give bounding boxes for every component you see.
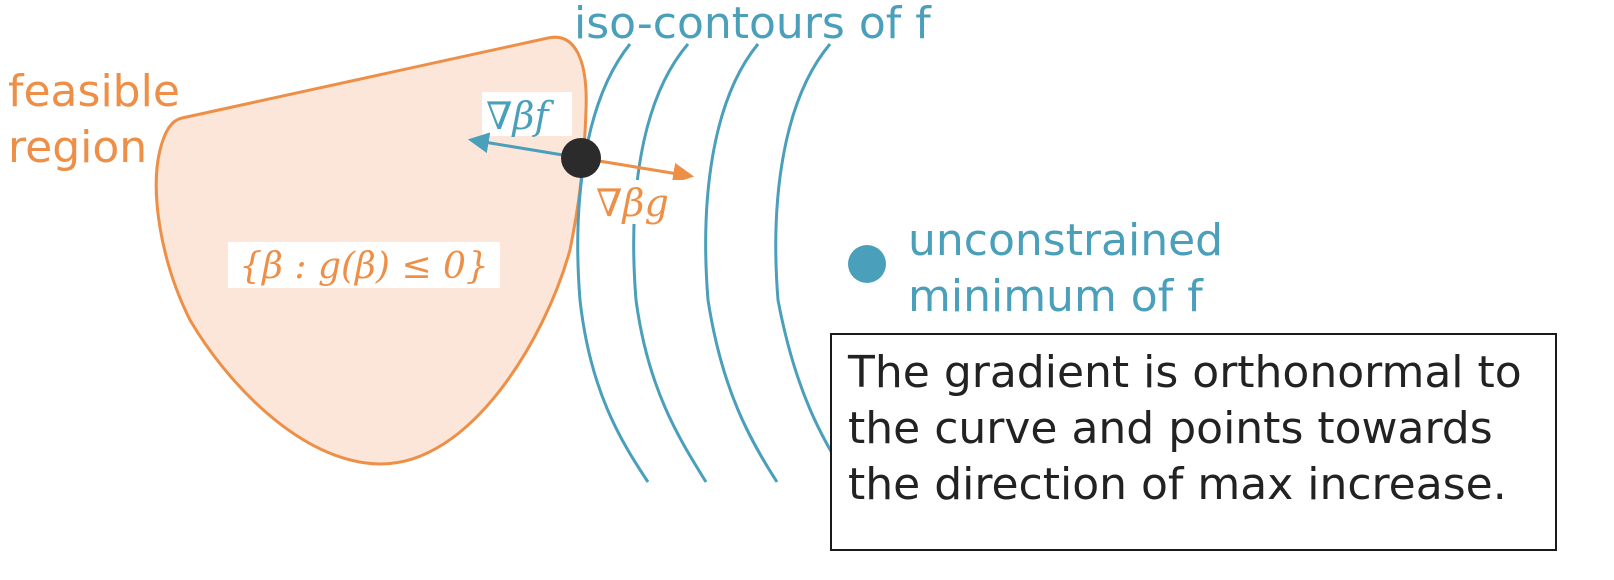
grad-g-label-bg xyxy=(594,180,686,224)
caption-box: The gradient is orthonormal to the curve… xyxy=(830,333,1557,551)
unconstrained-minimum-label-line1: unconstrained xyxy=(908,215,1223,266)
grad-g-label: ∇βg xyxy=(596,181,669,225)
caption-line-3: the direction of max increase. xyxy=(848,459,1507,510)
unconstrained-minimum-point xyxy=(848,245,886,283)
caption-line-2: the curve and points towards xyxy=(848,403,1493,454)
feasible-region-label-line1: feasible xyxy=(8,66,180,117)
grad-f-label-bg xyxy=(482,92,572,136)
caption-line-1: The gradient is orthonormal to xyxy=(848,347,1522,398)
tangent-point xyxy=(561,138,601,178)
iso-contour-1 xyxy=(576,43,650,483)
iso-contour-4 xyxy=(774,43,852,483)
set-notation-label: {β : g(β) ≤ 0} xyxy=(239,246,489,287)
set-notation-bg xyxy=(228,242,500,288)
grad-f-label: ∇βf xyxy=(486,94,555,138)
iso-contours-label: iso-contours of f xyxy=(574,0,932,49)
feasible-region-label-line2: region xyxy=(8,122,147,173)
iso-contour-3 xyxy=(704,43,779,483)
iso-contour-2 xyxy=(632,43,708,483)
unconstrained-minimum-label-line2: minimum of f xyxy=(908,271,1204,322)
